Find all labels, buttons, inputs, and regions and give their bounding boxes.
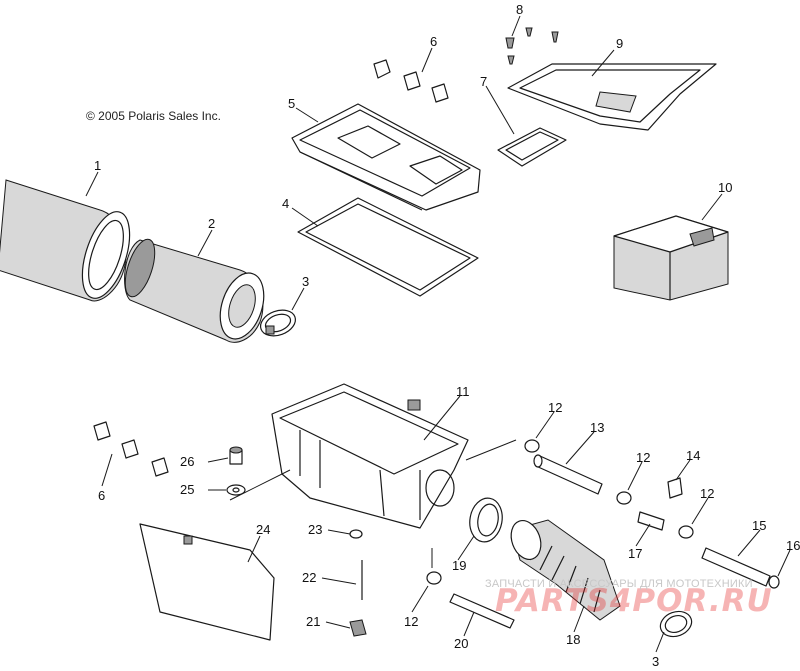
- part-boot: [510, 519, 621, 621]
- callout-labels: 1 2 3 4 5 6 7 8 9 10 11 12 13 12 14 12 1…: [94, 2, 800, 669]
- callout-19: 19: [452, 558, 466, 573]
- part-washer: [226, 484, 246, 496]
- callout-3-lower: 3: [652, 654, 659, 669]
- part-screws: [505, 27, 559, 65]
- callout-17: 17: [628, 546, 642, 561]
- part-airbox-body: [271, 383, 469, 529]
- callout-4: 4: [282, 196, 289, 211]
- callout-26: 26: [180, 454, 194, 469]
- part-outer-filter: [0, 179, 131, 302]
- callout-12-d: 12: [404, 614, 418, 629]
- callout-9: 9: [616, 36, 623, 51]
- callout-16: 16: [786, 538, 800, 553]
- part-plate: [497, 127, 567, 167]
- callout-1: 1: [94, 158, 101, 173]
- callout-12-b: 12: [636, 450, 650, 465]
- callout-7: 7: [480, 74, 487, 89]
- part-intake-duct: [507, 63, 717, 131]
- callout-12-a: 12: [548, 400, 562, 415]
- callout-22: 22: [302, 570, 316, 585]
- part-tube-20: [449, 593, 515, 629]
- callout-25: 25: [180, 482, 194, 497]
- callout-3-upper: 3: [302, 274, 309, 289]
- copyright-notice: © 2005 Polaris Sales Inc.: [86, 109, 221, 123]
- callout-13: 13: [590, 420, 604, 435]
- part-panel: [139, 523, 275, 641]
- part-coupler: [469, 497, 503, 543]
- part-hooks-upper: [373, 59, 449, 103]
- part-clamp-upper: [259, 309, 297, 337]
- callout-21: 21: [306, 614, 320, 629]
- leader-lines: [85, 15, 791, 653]
- part-23-clamp: [349, 529, 363, 539]
- callout-12-c: 12: [700, 486, 714, 501]
- callout-10: 10: [718, 180, 732, 195]
- part-clamp-lower: [659, 610, 693, 638]
- callout-20: 20: [454, 636, 468, 651]
- callout-2: 2: [208, 216, 215, 231]
- part-21-fitting: [349, 619, 367, 637]
- callout-24: 24: [256, 522, 270, 537]
- part-clip: [667, 477, 683, 499]
- part-16-fitting: [768, 575, 780, 589]
- callout-5: 5: [288, 96, 295, 111]
- callout-15: 15: [752, 518, 766, 533]
- callout-23: 23: [308, 522, 322, 537]
- callout-6-lower: 6: [98, 488, 105, 503]
- part-tube-15: [701, 547, 771, 587]
- watermark-tagline: ЗАПЧАСТИ И АКСЕССУАРЫ ДЛЯ МОТОТЕХНИКИ: [485, 578, 753, 590]
- part-gasket: [297, 197, 479, 297]
- part-tube-13: [533, 454, 603, 495]
- part-filter-element: [124, 238, 265, 343]
- part-airbox-cover: [291, 103, 481, 211]
- part-connector: [637, 511, 665, 531]
- watermark-logo: PARTS4POR.RU: [495, 583, 773, 619]
- part-foam-block: [613, 215, 729, 301]
- callout-11: 11: [456, 384, 470, 399]
- callout-8: 8: [516, 2, 523, 17]
- callout-14: 14: [686, 448, 700, 463]
- part-hooks-lower: [93, 421, 169, 477]
- callout-18: 18: [566, 632, 580, 647]
- part-drain-plug: [229, 446, 243, 465]
- part-plugs: [426, 439, 694, 585]
- callout-6-upper: 6: [430, 34, 437, 49]
